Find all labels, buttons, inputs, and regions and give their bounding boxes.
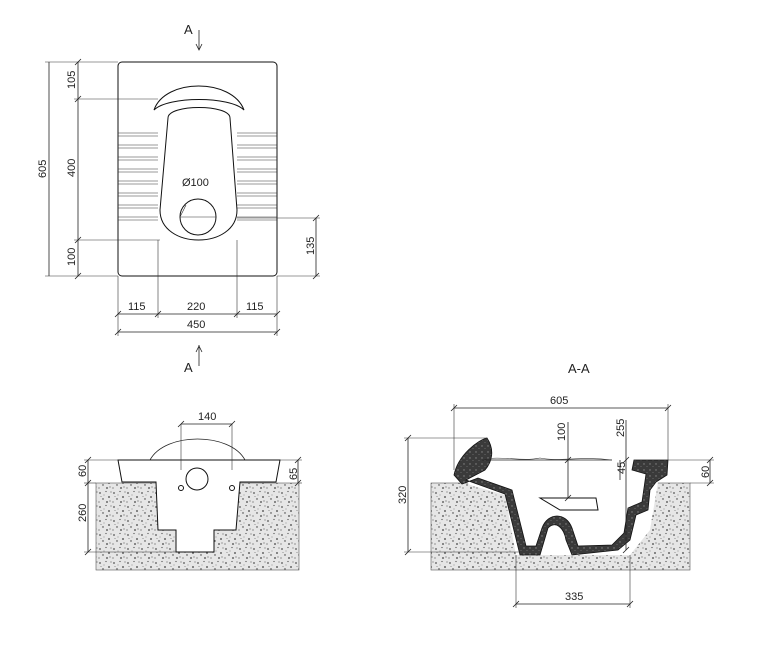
front-view: 140 60 260 65: [77, 411, 302, 571]
dim-right-offset: 135: [305, 237, 317, 255]
dim-depth-255: 255: [615, 419, 627, 437]
dim-depth-100: 100: [556, 423, 568, 441]
flush-channel: [538, 497, 599, 511]
dim-rim-60: 60: [700, 466, 712, 478]
drain-diameter-label: Ø100: [182, 177, 209, 189]
front-hood: [149, 438, 246, 461]
section-ceramic: [453, 437, 669, 556]
dim-body-height: 260: [77, 504, 89, 522]
bowl-outline: [159, 107, 238, 241]
dim-mid-length: 400: [66, 159, 78, 177]
section-marker-top: A: [184, 22, 193, 37]
front-drain: [185, 467, 209, 491]
dim-depth-45: 45: [616, 462, 628, 474]
dim-top-offset: 105: [66, 71, 78, 89]
section-marker-bottom: A: [184, 360, 193, 375]
section-title: A-A: [568, 361, 590, 376]
foot-ribs-left: [118, 132, 158, 221]
dim-top-width: 140: [198, 411, 216, 423]
dim-width-center: 220: [187, 301, 205, 313]
dim-outlet-offset: 335: [565, 591, 583, 603]
dim-width-right: 115: [246, 301, 264, 313]
foot-ribs-right: [237, 132, 277, 221]
dim-rim-left: 60: [77, 465, 89, 477]
splash-hood: [153, 85, 245, 111]
dim-overall-length: 605: [550, 395, 568, 407]
dim-total-height: 605: [37, 160, 49, 178]
plan-view: A: [37, 22, 320, 375]
dim-rim-right: 65: [288, 468, 300, 480]
front-body: [117, 459, 281, 553]
dim-total-height-section: 320: [397, 486, 409, 504]
dim-bottom-offset: 100: [66, 248, 78, 266]
dim-total-width: 450: [187, 319, 205, 331]
dim-width-left: 115: [128, 301, 146, 313]
section-view: A-A 605 320 100 255 45: [397, 361, 714, 608]
